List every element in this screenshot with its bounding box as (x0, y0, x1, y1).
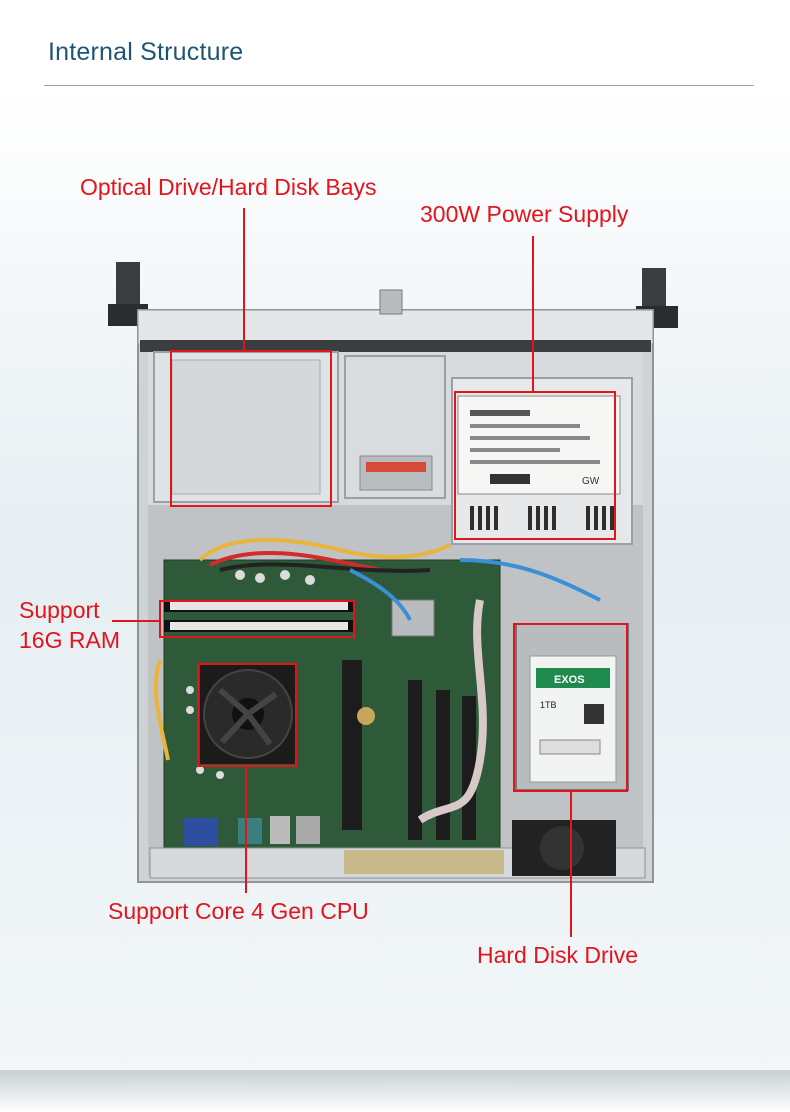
highlight-ram (159, 600, 355, 638)
callout-ram-line1: Support (19, 597, 100, 623)
bottom-shadow (0, 1070, 790, 1112)
front-panel (137, 309, 654, 345)
hdd-brand-text: EXOS (554, 674, 585, 686)
callout-optical-drive-bays: Optical Drive/Hard Disk Bays (80, 174, 377, 200)
highlight-power-supply (454, 391, 616, 540)
callout-hard-disk: Hard Disk Drive (477, 942, 639, 968)
hdd-capacity-text: 1TB (540, 700, 557, 710)
title-divider (44, 85, 754, 86)
highlight-drive-bays (170, 350, 332, 507)
rear-io (149, 816, 646, 879)
internal-cables (153, 538, 601, 824)
cpu-cooler-fan (200, 664, 296, 764)
callout-ram: Support 16G RAM (19, 595, 120, 655)
psu-brand-text: GW (582, 476, 600, 487)
callout-cpu: Support Core 4 Gen CPU (108, 898, 369, 924)
drive-bay-cage (153, 351, 446, 503)
ram-slots (164, 600, 354, 632)
page-title: Internal Structure (48, 38, 244, 66)
hard-disk: EXOS 1TB (515, 623, 629, 791)
callout-power-supply: 300W Power Supply (420, 201, 629, 227)
callout-ram-line2: 16G RAM (19, 627, 120, 653)
power-supply-unit: GW (451, 377, 633, 545)
